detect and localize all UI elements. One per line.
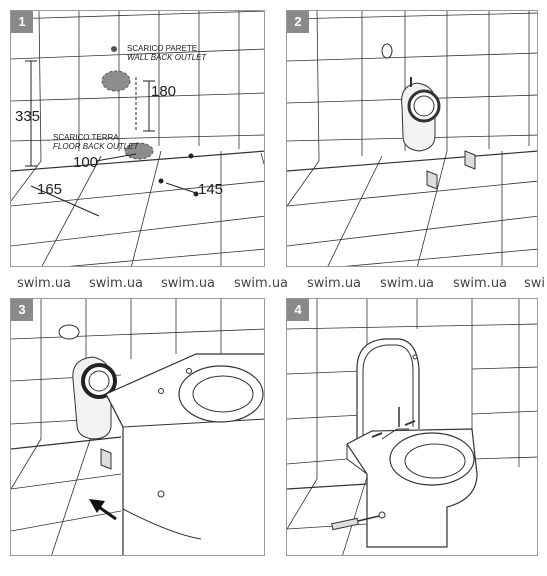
- dimension-180-label: 180: [151, 83, 177, 100]
- wall-outlet-caption: SCARICO PARETE WALL BACK OUTLET: [127, 44, 206, 62]
- watermark-text: swim.ua: [161, 276, 216, 291]
- watermark-text: swim.ua: [453, 276, 508, 291]
- step-3-panel: 3: [10, 298, 265, 556]
- dimension-335-label: 335: [15, 108, 41, 125]
- step-1-panel: 1 335 180 100 165 145 SCARICO PARETE WAL…: [10, 10, 265, 267]
- step-number-badge: 2: [287, 11, 309, 33]
- watermark-text: swi: [524, 276, 546, 291]
- step-4-drawing: [287, 299, 537, 555]
- wall-outlet-label-it: SCARICO PARETE: [127, 44, 198, 53]
- step-4-panel: 4: [286, 298, 538, 556]
- step-3-drawing: [11, 299, 264, 555]
- step-number-badge: 1: [11, 11, 33, 33]
- floor-outlet-caption: SCARICO TERRA FLOOR BACK OUTLET: [53, 133, 138, 151]
- watermark-text: swim.ua: [307, 276, 362, 291]
- step-2-drawing: [287, 11, 537, 266]
- watermark-row: swim.ua swim.ua swim.ua swim.ua swim.ua …: [0, 276, 547, 294]
- watermark-text: swim.ua: [17, 276, 72, 291]
- watermark-text: swim.ua: [89, 276, 144, 291]
- floor-outlet-label-en: FLOOR BACK OUTLET: [53, 142, 139, 151]
- step-number-badge: 4: [287, 299, 309, 321]
- floor-outlet-label-it: SCARICO TERRA: [53, 133, 119, 142]
- dimension-100-label: 100: [73, 154, 99, 171]
- watermark-text: swim.ua: [380, 276, 435, 291]
- dimension-145-label: 145: [198, 181, 224, 198]
- dimension-165-label: 165: [37, 181, 63, 198]
- watermark-text: swim.ua: [234, 276, 289, 291]
- step-2-panel: 2: [286, 10, 538, 267]
- step-1-drawing: [11, 11, 264, 266]
- step-number-badge: 3: [11, 299, 33, 321]
- wall-outlet-label-en: WALL BACK OUTLET: [127, 53, 207, 62]
